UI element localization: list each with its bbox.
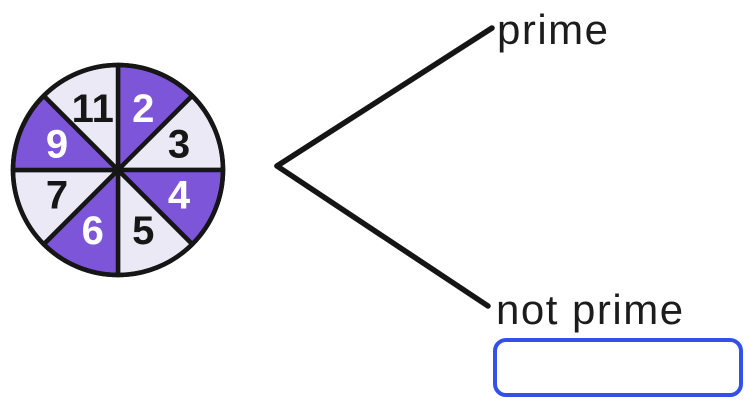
branch-label-prime: prime [497, 6, 610, 53]
answer-input[interactable] [493, 338, 743, 397]
spinner-sector-number-4: 4 [168, 173, 191, 217]
branch-line-not-prime [274, 163, 491, 309]
spinner-rim [10, 62, 226, 278]
spinner-sector-number-11: 11 [72, 87, 114, 131]
spinner-sector-number-2: 2 [132, 87, 154, 131]
spinner-sector-number-9: 9 [46, 123, 68, 167]
spinner-sector-number-3: 3 [168, 123, 190, 167]
branch-label-not-prime: not prime [496, 286, 685, 333]
spinner-sector-number-6: 6 [82, 209, 104, 253]
spinner-sector-number-7: 7 [46, 173, 68, 217]
spinner-sector-number-5: 5 [132, 209, 154, 253]
branch-line-prime [274, 25, 495, 169]
